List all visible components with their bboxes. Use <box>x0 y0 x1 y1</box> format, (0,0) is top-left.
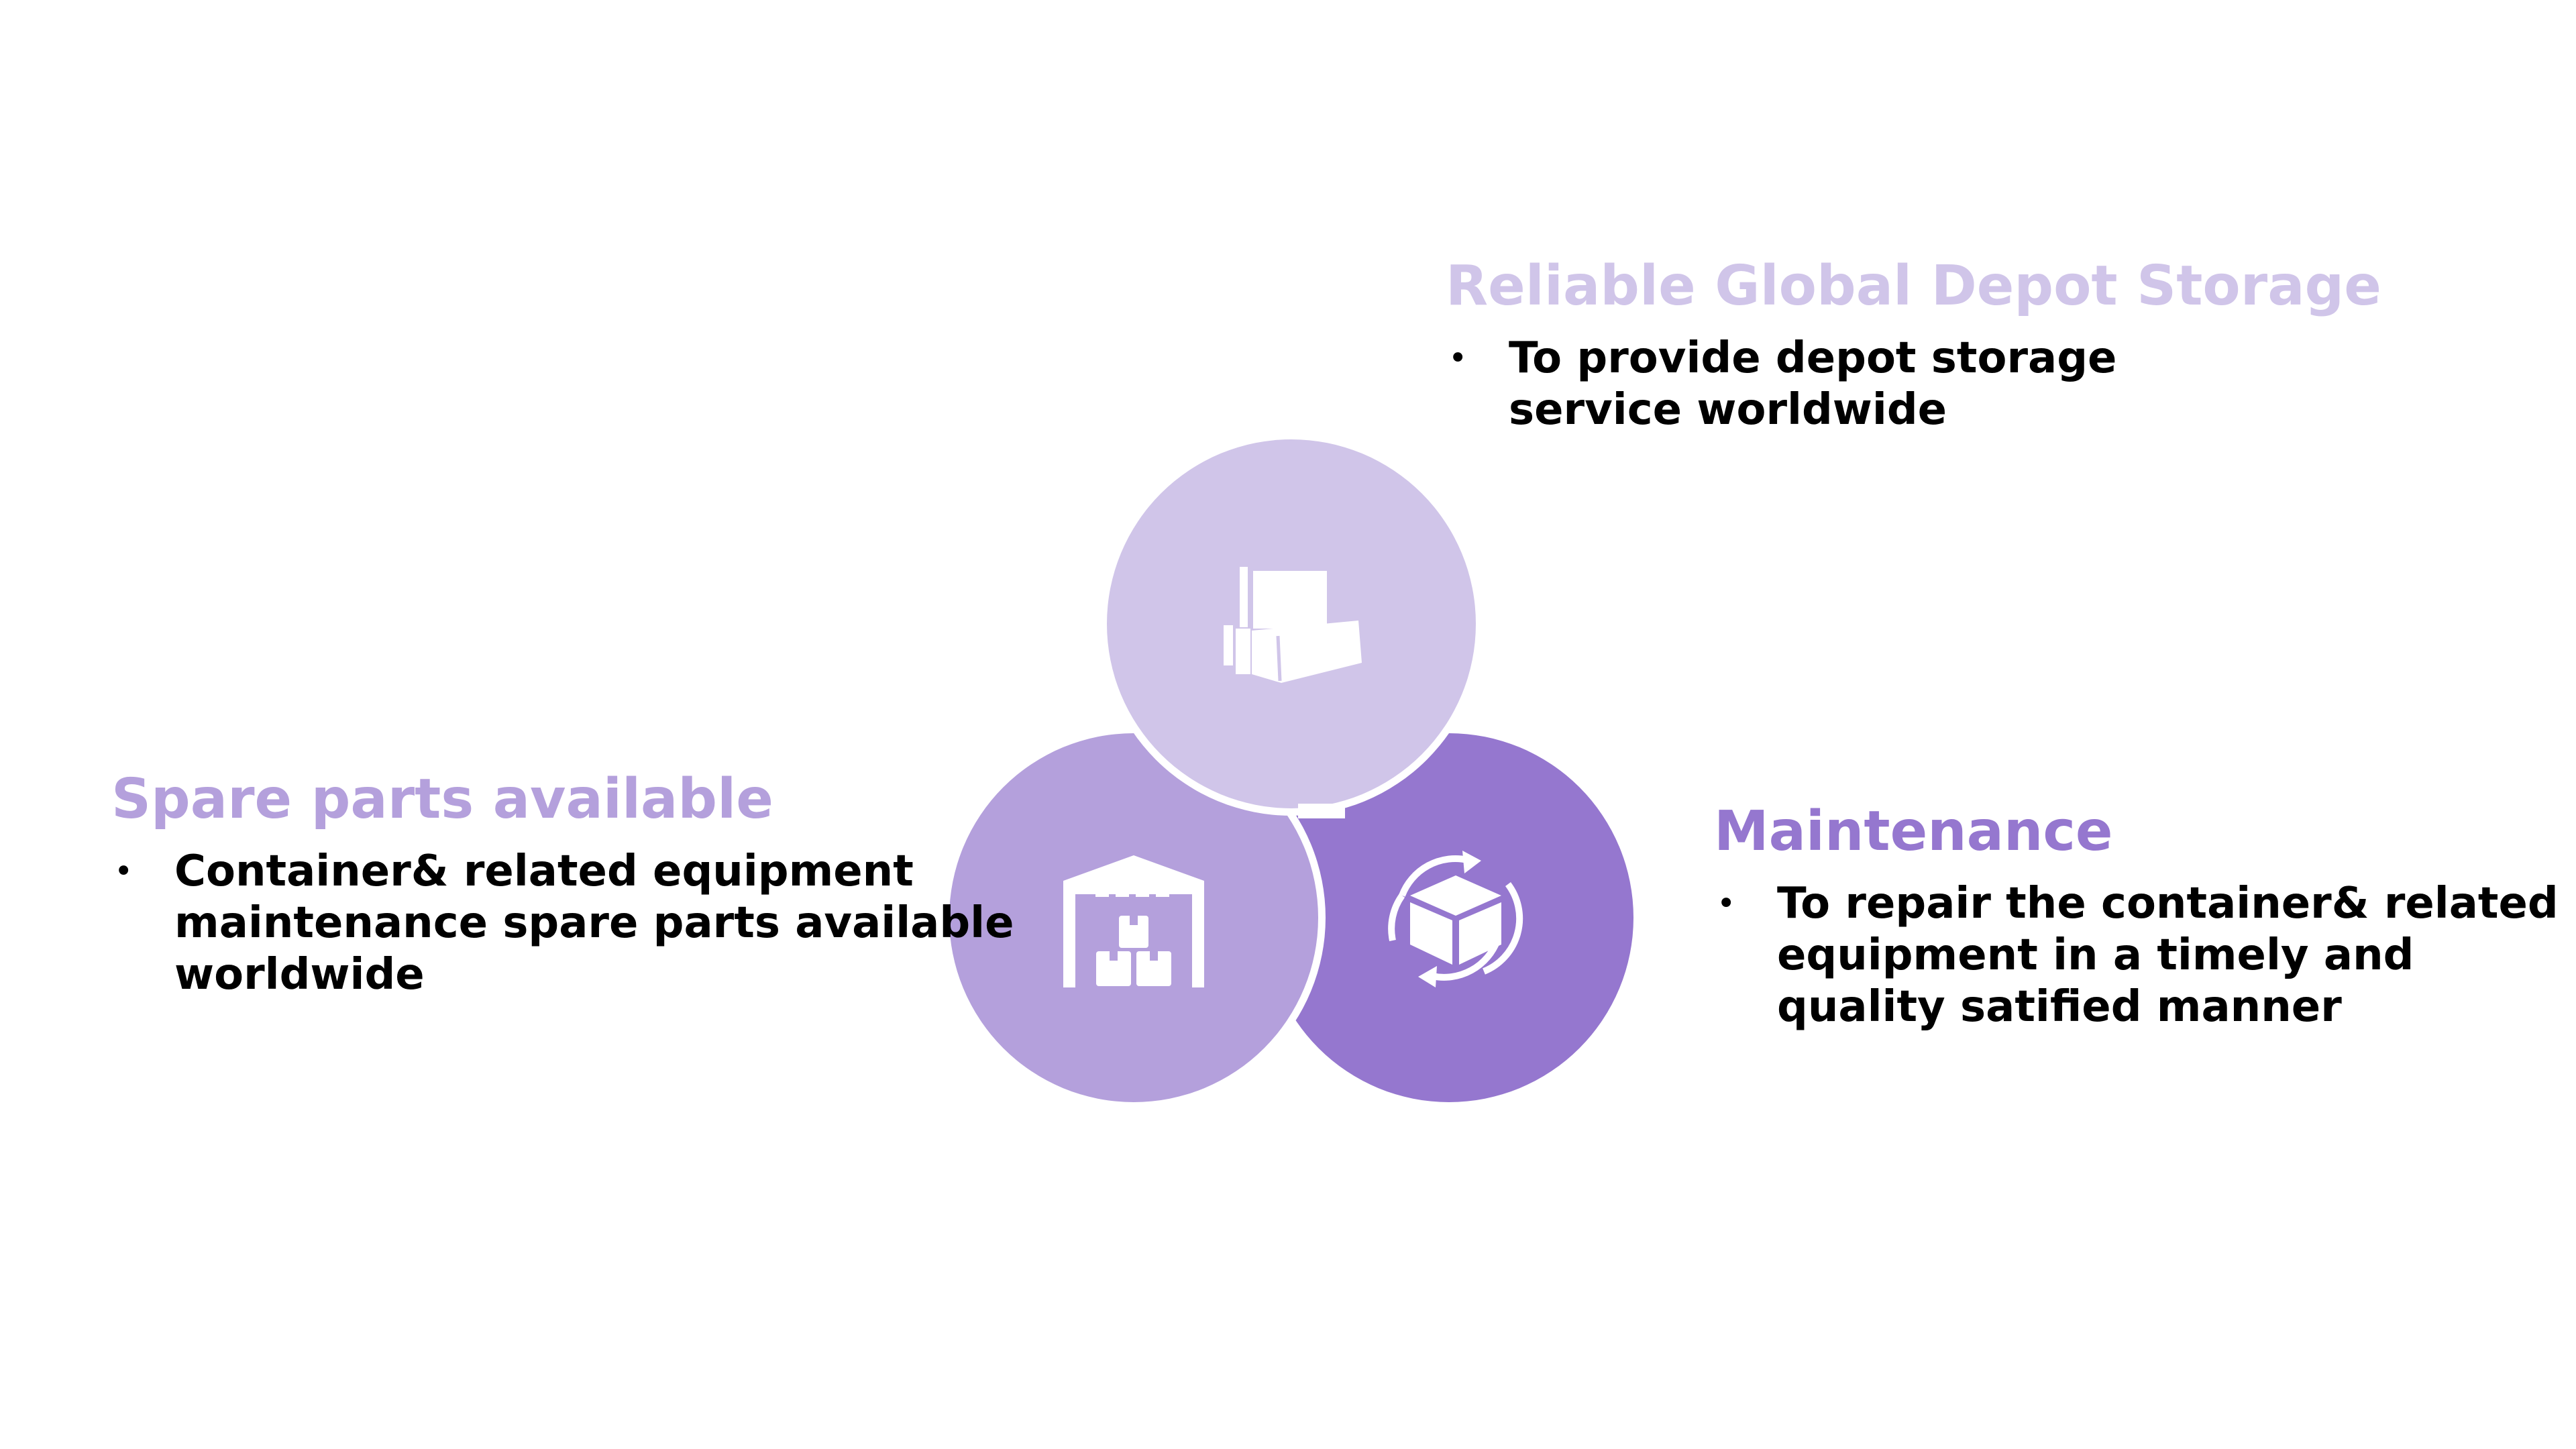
bullet-symbol: • <box>1717 885 1736 923</box>
maintenance-circle <box>1265 733 1633 1102</box>
bullet-symbol: • <box>114 853 133 891</box>
spare-parts-block: Spare parts available • Container& relat… <box>111 767 1014 1001</box>
maintenance-text: To repair the container& related equipme… <box>1777 879 2559 1032</box>
boxes-icon <box>1224 566 1362 683</box>
box-cycle-icon <box>1388 851 1523 987</box>
spare-parts-text: Container& related equipment maintenance… <box>174 847 1014 1000</box>
maintenance-block: Maintenance • To repair the container& r… <box>1714 800 2559 1033</box>
depot-storage-title: Reliable Global Depot Storage <box>1446 254 2381 318</box>
spare-parts-title: Spare parts available <box>111 767 773 831</box>
warehouse-icon <box>1063 855 1204 987</box>
maintenance-bullet: • To repair the container& related equip… <box>1714 878 2576 1033</box>
depot-storage-text: To provide depot storage service worldwi… <box>1509 333 2117 435</box>
maintenance-bullets: • To repair the container& related equip… <box>1714 878 2559 1033</box>
spare-parts-bullet: • Container& related equipment maintenan… <box>111 846 1020 1001</box>
bullet-symbol: • <box>1448 339 1468 378</box>
depot-storage-bullet: • To provide depot storage service world… <box>1446 333 2180 436</box>
maintenance-title: Maintenance <box>1714 800 2113 863</box>
spare-parts-bullets: • Container& related equipment maintenan… <box>111 846 1014 1001</box>
depot-storage-block: Reliable Global Depot Storage • To provi… <box>1446 254 2519 436</box>
depot-storage-bullets: • To provide depot storage service world… <box>1446 333 2519 436</box>
